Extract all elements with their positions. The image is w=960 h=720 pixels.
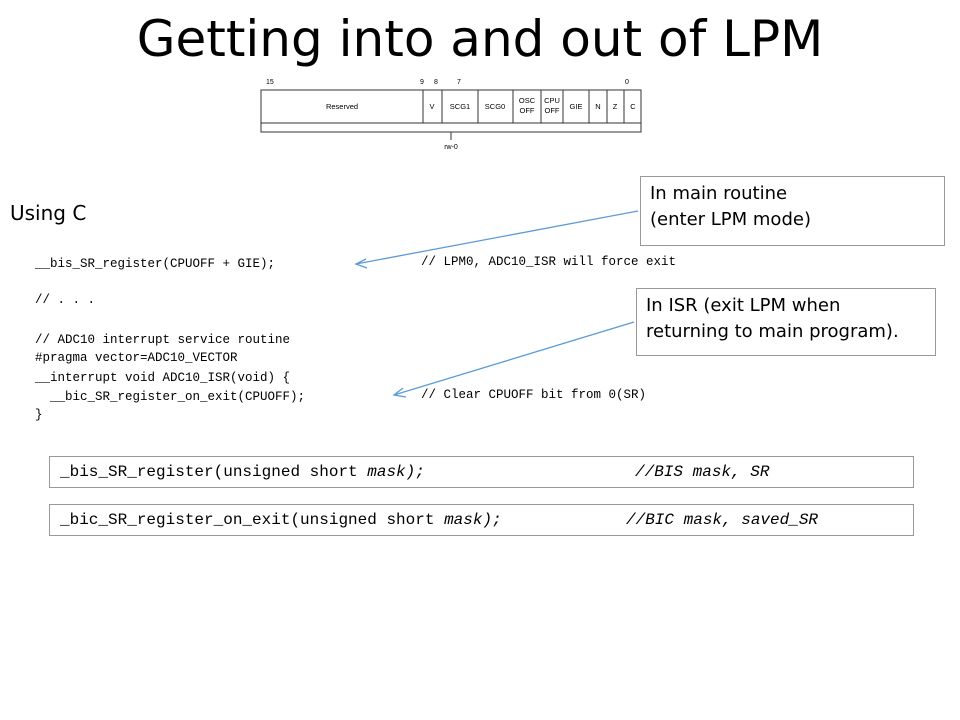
code-line-4: #pragma vector=ADC10_VECTOR: [35, 351, 238, 365]
access-label: rw-0: [444, 144, 458, 151]
bit-8: 8: [434, 79, 438, 86]
field-z: Z: [613, 102, 618, 111]
field-scg0: SCG0: [485, 102, 505, 111]
page-title: Getting into and out of LPM: [136, 10, 824, 68]
code-comment-6: // Clear CPUOFF bit from 0(SR): [421, 388, 647, 402]
bic-prototype: _bic_SR_register_on_exit(unsigned short: [60, 511, 445, 529]
field-n: N: [595, 102, 600, 111]
bit-0: 0: [625, 79, 629, 86]
code-line-6: __bic_SR_register_on_exit(CPUOFF);: [35, 390, 306, 404]
callout-main-line-2: (enter LPM mode): [650, 209, 811, 230]
field-cpu-off: OFF: [545, 106, 560, 115]
bit-9: 9: [420, 79, 424, 86]
field-cpu: CPU: [544, 96, 560, 105]
status-register-diagram: 15 9 8 7 0 Reserved V SCG1 SCG0 OSC OFF …: [260, 79, 642, 151]
bic-prototype-arg: mask);: [444, 511, 502, 529]
bis-prototype-comment: //BIS mask, SR: [635, 463, 770, 481]
field-gie: GIE: [570, 102, 583, 111]
using-c-label: Using C: [10, 201, 87, 225]
code-line-7: }: [35, 408, 43, 422]
bic-prototype-comment: //BIC mask, saved_SR: [626, 511, 819, 529]
bis-prototype-arg: mask);: [367, 463, 425, 481]
callout-isr-line-2: returning to main program).: [646, 321, 899, 342]
callout-isr-line-1: In ISR (exit LPM when: [646, 295, 841, 316]
callout-main-routine: In main routine (enter LPM mode): [640, 176, 945, 246]
code-line-1: __bis_SR_register(CPUOFF + GIE);: [35, 257, 276, 271]
code-line-2: // . . .: [35, 293, 96, 307]
bis-prototype-box: _bis_SR_register(unsigned short mask); //…: [49, 456, 914, 488]
callout-isr: In ISR (exit LPM when returning to main …: [636, 288, 936, 356]
bit-15: 15: [266, 79, 274, 86]
callout-main-line-1: In main routine: [650, 183, 788, 204]
field-reserved: Reserved: [326, 102, 358, 111]
arrow-main: [355, 210, 639, 265]
field-v: V: [429, 102, 434, 111]
bic-prototype-box: _bic_SR_register_on_exit(unsigned short …: [49, 504, 914, 536]
bit-7: 7: [457, 79, 461, 86]
field-scg1: SCG1: [450, 102, 470, 111]
code-comment-1: // LPM0, ADC10_ISR will force exit: [421, 255, 677, 269]
bis-prototype: _bis_SR_register(unsigned short: [60, 463, 368, 481]
code-line-3: // ADC10 interrupt service routine: [35, 333, 291, 347]
code-line-5: __interrupt void ADC10_ISR(void) {: [35, 371, 291, 385]
field-osc: OSC: [519, 96, 536, 105]
arrow-isr: [393, 321, 635, 396]
field-c: C: [630, 102, 636, 111]
field-osc-off: OFF: [520, 106, 535, 115]
